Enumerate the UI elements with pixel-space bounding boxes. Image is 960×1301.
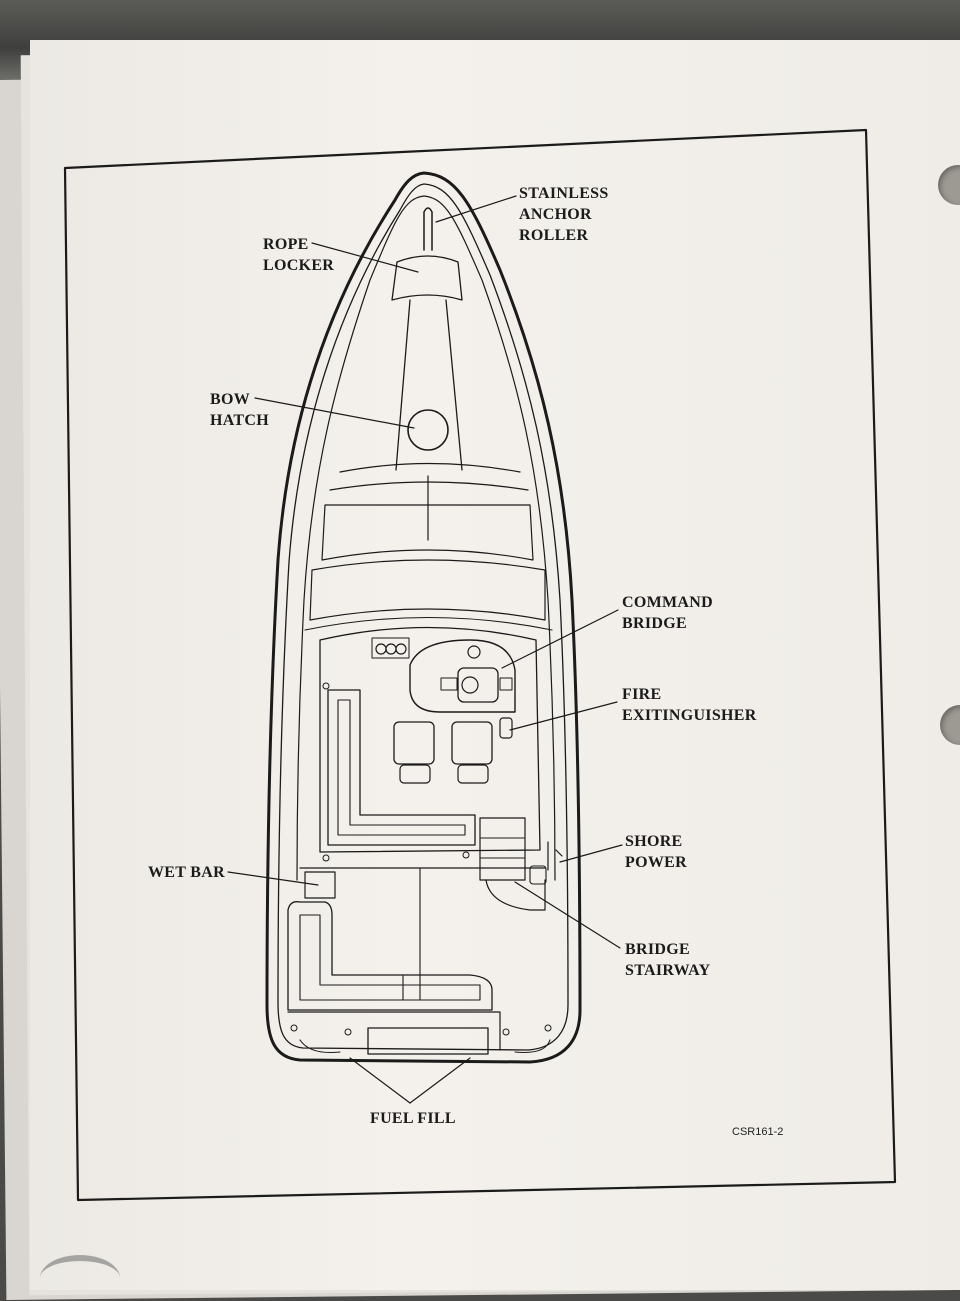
binder-hole-bottom: [940, 705, 960, 745]
figure-code: CSR161-2: [732, 1126, 784, 1138]
helm-console: [409, 639, 516, 713]
steering-wheel: [457, 667, 499, 703]
label-line: ROPE: [263, 236, 309, 253]
leader-fire-extinguisher: [509, 701, 618, 731]
anchor-roller: [423, 207, 433, 251]
label-line: FUEL FILL: [370, 1110, 456, 1127]
leader-command-bridge: [501, 609, 619, 669]
fire-extinguisher: [499, 717, 513, 739]
label-line: BOW: [210, 391, 251, 408]
manual-page: [30, 40, 960, 1290]
leader-bow-hatch: [254, 397, 415, 429]
label-fuel-fill: FUEL FILL: [370, 1108, 456, 1129]
label-line: ANCHOR: [519, 206, 592, 223]
label-line: STAINLESS: [519, 185, 609, 202]
fuel-fill-port: [344, 1028, 352, 1036]
bridge-stairway: [479, 817, 526, 881]
label-line: COMMAND: [622, 594, 713, 611]
binder-hole-top: [938, 165, 960, 205]
label-bow-hatch: BOW HATCH: [210, 389, 269, 431]
leader-anchor-roller: [435, 195, 517, 223]
brand-logo-mark: [40, 1255, 120, 1301]
rope-locker: [391, 255, 463, 301]
label-line: FIRE: [622, 686, 662, 703]
leader-bridge-stairway: [514, 881, 621, 949]
wet-bar: [304, 871, 336, 899]
label-line: POWER: [625, 854, 687, 871]
label-line: BRIDGE: [625, 941, 690, 958]
aft-lounge: [287, 901, 493, 1011]
cockpit-outline: [319, 626, 541, 853]
label-line: LOCKER: [263, 257, 335, 274]
label-line: STAIRWAY: [625, 962, 711, 979]
label-line: BRIDGE: [622, 615, 687, 632]
deck-line: [423, 195, 556, 881]
label-command-bridge: COMMAND BRIDGE: [622, 592, 713, 634]
label-rope-locker: ROPE LOCKER: [263, 234, 334, 276]
leader-rope-locker: [311, 242, 419, 273]
label-line: WET BAR: [148, 864, 225, 881]
label-bridge-stairway: BRIDGE STAIRWAY: [625, 939, 710, 981]
label-stainless-anchor-roller: STAINLESS ANCHOR ROLLER: [519, 183, 609, 246]
label-fire-extinguisher: FIRE EXITINGUISHER: [622, 684, 757, 726]
fuel-fill-starboard: [502, 1028, 510, 1036]
figure-border: [63, 128, 897, 1202]
label-shore-power: SHORE POWER: [625, 831, 687, 873]
seat-right: [451, 721, 493, 765]
shore-power: [547, 841, 563, 871]
settee: [327, 689, 476, 846]
gauge-2: [385, 643, 397, 655]
leader-fuel-fill-right: [409, 1057, 471, 1104]
bow-hatch: [407, 409, 449, 451]
leader-fuel-fill-left: [349, 1057, 411, 1104]
swim-platform-hatch: [367, 1027, 489, 1055]
hull-inner-line: [277, 183, 569, 1051]
label-line: HATCH: [210, 412, 269, 429]
label-line: SHORE: [625, 833, 683, 850]
label-line: ROLLER: [519, 227, 589, 244]
leader-shore-power: [559, 844, 623, 863]
label-wet-bar: WET BAR: [148, 862, 225, 883]
hull-outline: [265, 171, 582, 1064]
gauge-1: [375, 643, 387, 655]
seat-left: [393, 721, 435, 765]
leader-wet-bar: [227, 871, 319, 886]
label-line: EXITINGUISHER: [622, 707, 757, 724]
gauge-3: [395, 643, 407, 655]
